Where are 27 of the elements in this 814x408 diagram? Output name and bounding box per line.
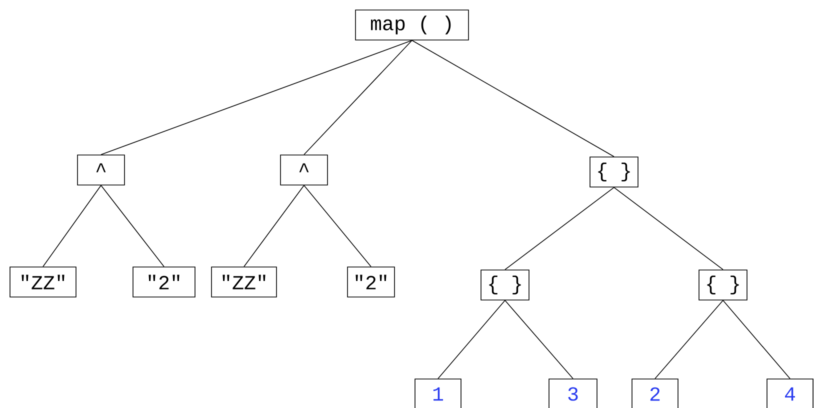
tree-node-box: "2" (132, 266, 196, 298)
tree-edge (304, 185, 372, 267)
tree-node-box: "2" (347, 266, 395, 298)
tree-node-box: map ( ) (355, 10, 469, 40)
tree-node-box: { } (480, 270, 530, 300)
tree-node-box: 2 (632, 378, 678, 408)
tree-edge (504, 187, 614, 270)
tree-edge (614, 187, 724, 270)
tree-node-box: 1 (414, 378, 462, 408)
tree-node-box: { } (590, 156, 638, 188)
tree-edge (722, 300, 790, 379)
tree-node-box: ^ (280, 154, 328, 186)
tree-edge (654, 300, 724, 379)
tree-edge (412, 40, 614, 157)
tree-edge (304, 40, 412, 155)
tree-node-box: 3 (548, 378, 598, 408)
tree-edge (504, 300, 574, 379)
tree-node-box: "ZZ" (211, 266, 277, 298)
tree-edge (100, 185, 164, 267)
tree-node-box: { } (698, 270, 748, 300)
tree-edge (100, 40, 412, 155)
tree-node-box: 4 (766, 378, 814, 408)
tree-edge (244, 185, 304, 267)
tree-edge (438, 300, 506, 379)
tree-edge (42, 185, 102, 267)
tree-node-box: ^ (77, 154, 125, 186)
tree-node-box: "ZZ" (10, 266, 76, 298)
